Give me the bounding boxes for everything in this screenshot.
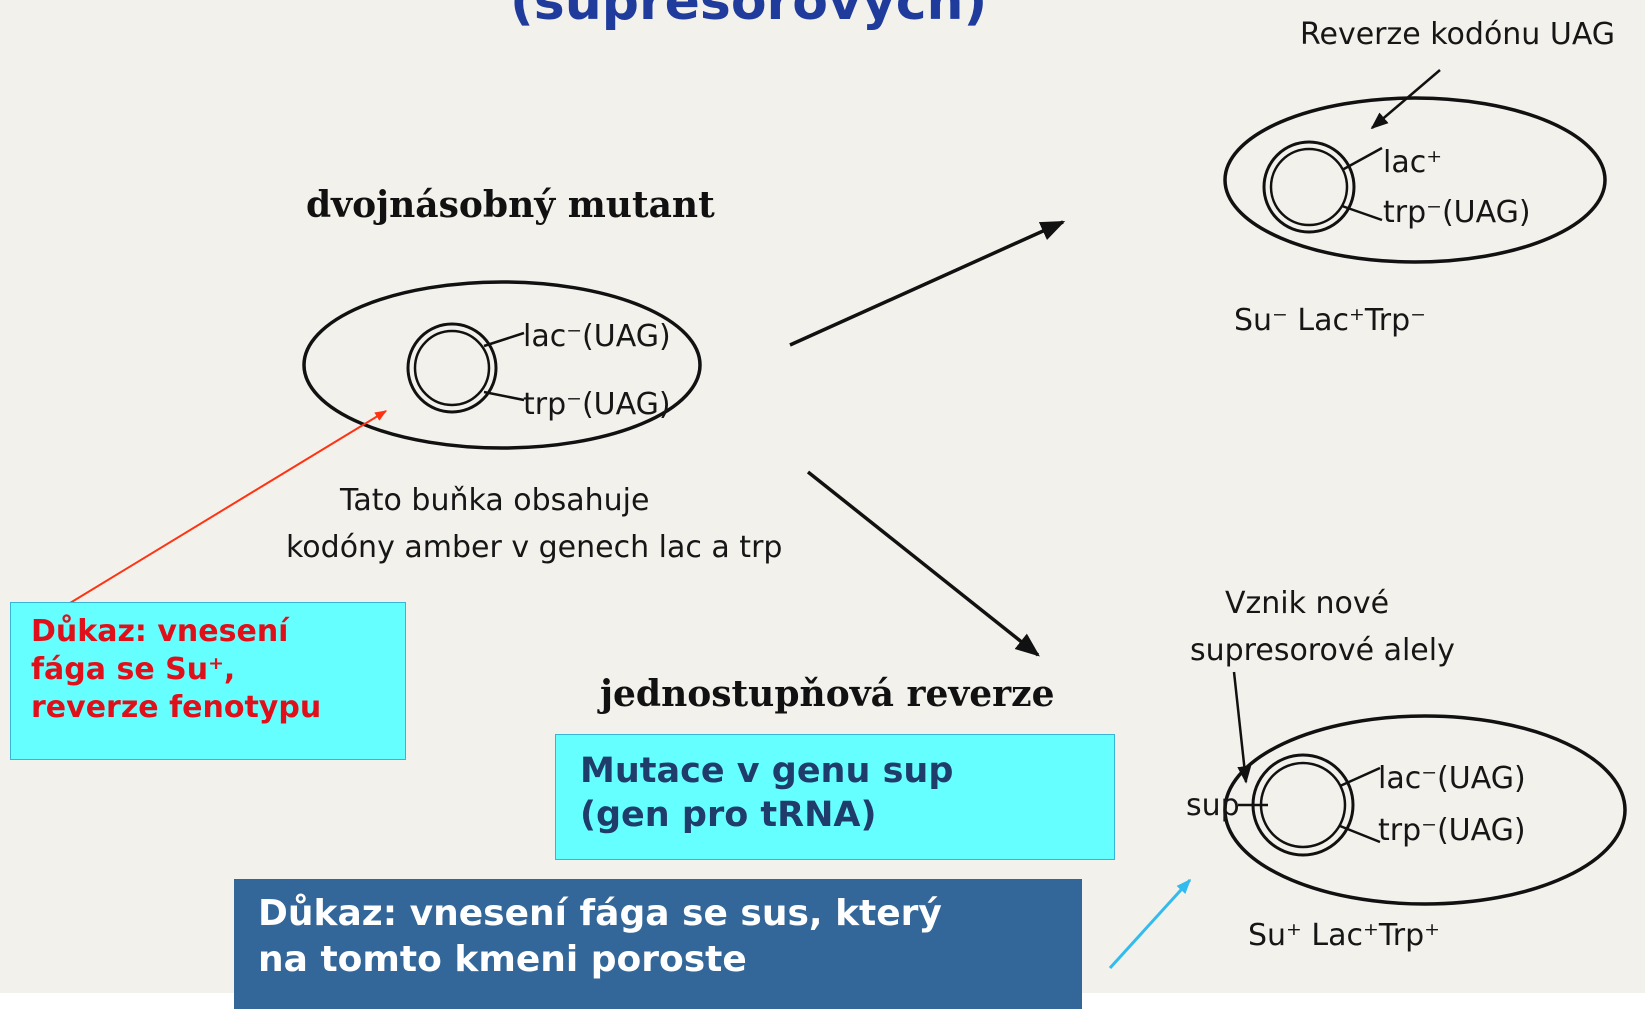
proof-sus-callout: Důkaz: vnesení fága se sus, který na tom… [234,879,1082,1009]
reversion-cell: lac⁺ trp⁻(UAG) [1225,98,1605,262]
suppressor-pointer-arrow [1234,672,1246,782]
callout-line: Důkaz: vnesení fága se sus, který [258,891,1058,937]
cell-description-line-1: Tato buňka obsahuje [339,483,649,518]
cell-outline [1225,98,1605,262]
double-mutant-label: dvojnásobný mutant [306,184,715,226]
arrow-to-suppressor [808,472,1038,655]
chromosome-outer [408,324,496,412]
reversion-codon-label: Reverze kodónu UAG [1300,17,1615,52]
callout-line: Mutace v genu sup [580,749,1090,793]
red-callout-arrow [70,411,386,603]
new-suppressor-label-line-2: supresorové alely [1190,633,1455,668]
cell-outline [1225,716,1625,904]
suppressor-phenotype: Su⁺ Lac⁺Trp⁺ [1248,918,1440,953]
sup-gene-label: sup [1186,788,1240,823]
new-suppressor-label-line-1: Vznik nové [1225,586,1389,621]
cyan-callout-arrow [1110,880,1190,968]
callout-line: (gen pro tRNA) [580,793,1090,837]
callout-line: Důkaz: vnesení [31,613,385,651]
chromosome-outer [1264,142,1354,232]
lac-gene-label: lac⁺ [1383,145,1442,180]
cell-description-line-2: kodóny amber v genech lac a trp [286,530,782,565]
callout-line: fága se Su⁺, [31,651,385,689]
chromosome-inner [1271,149,1347,225]
double-mutant-cell: lac⁻(UAG) trp⁻(UAG) [304,282,700,448]
suppressor-cell: sup lac⁻(UAG) trp⁻(UAG) [1186,716,1625,904]
proof-su-callout: Důkaz: vnesení fága se Su⁺, reverze feno… [10,602,406,760]
lac-locus-tick [1342,148,1382,170]
trp-gene-label: trp⁻(UAG) [523,387,671,422]
callout-line: na tomto kmeni poroste [258,937,1058,983]
trp-locus-tick [484,392,524,400]
mutation-sup-callout: Mutace v genu sup (gen pro tRNA) [555,734,1115,860]
callout-line: reverze fenotypu [31,689,385,727]
chromosome-inner [1261,763,1345,847]
trp-gene-label: trp⁻(UAG) [1378,813,1526,848]
trp-gene-label: trp⁻(UAG) [1383,195,1531,230]
trp-locus-tick [1342,206,1382,220]
chromosome-inner [415,331,489,405]
single-step-reversion-label: jednostupňová reverze [597,673,1055,715]
cell-outline [304,282,700,448]
lac-gene-label: lac⁻(UAG) [1378,761,1526,796]
trp-locus-tick [1340,826,1380,842]
arrow-to-reversion [790,222,1063,345]
reversion-phenotype: Su⁻ Lac⁺Trp⁻ [1234,303,1426,338]
lac-gene-label: lac⁻(UAG) [523,319,671,354]
lac-locus-tick [484,333,524,346]
